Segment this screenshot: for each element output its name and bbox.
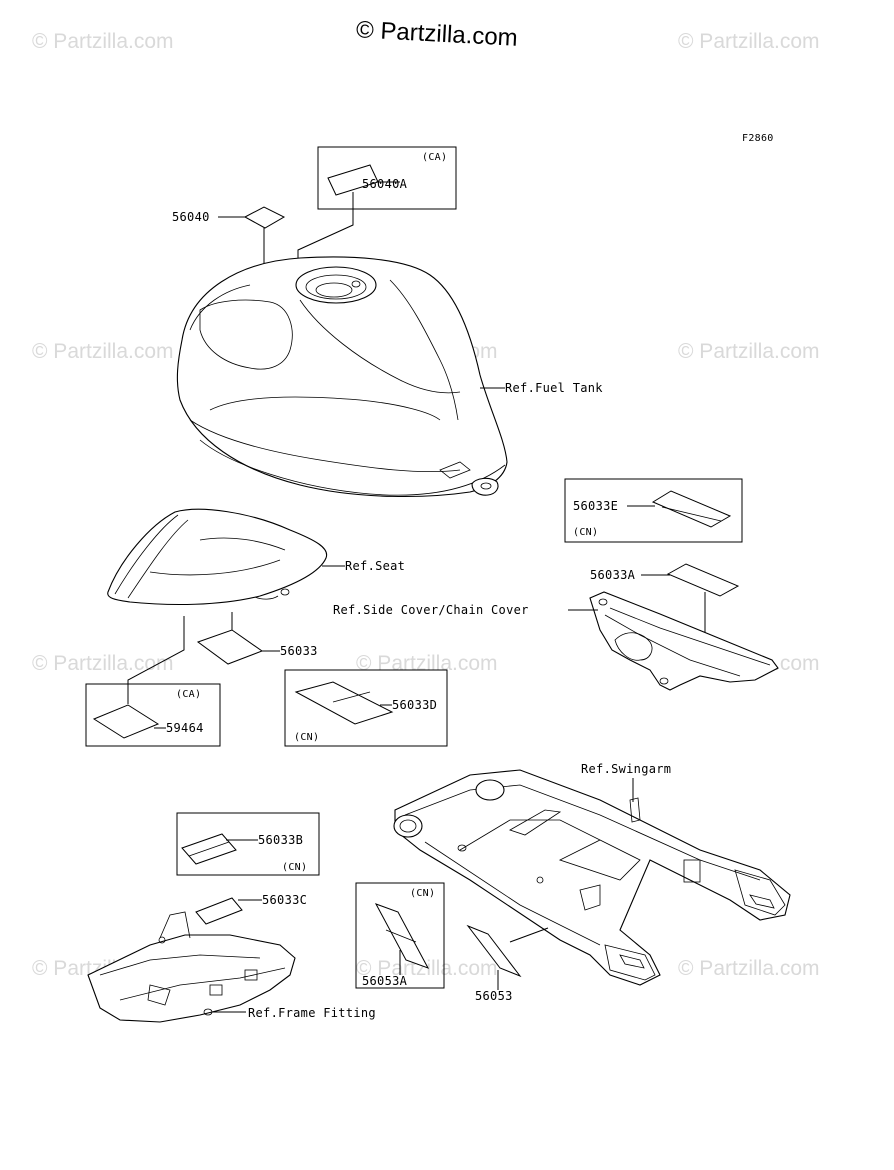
watermark: © Partzilla.com <box>356 652 498 675</box>
watermark: © Partzilla.com <box>32 340 174 363</box>
ref-swingarm: Ref.Swingarm <box>581 762 671 776</box>
seat: Ref.Seat <box>107 508 405 606</box>
decal-56033E-split <box>661 506 722 522</box>
decal-56033B-split <box>188 841 230 857</box>
region-tag-cn-56033b: (CN) <box>282 862 307 873</box>
decal-56033D-group: 56033D (CN) <box>284 669 448 747</box>
frame-fitting-tab <box>209 984 223 996</box>
ref-side-cover: Ref.Side Cover/Chain Cover <box>333 603 529 617</box>
decal-56040A-group: (CA) 56040A <box>297 146 457 274</box>
fuel-tank: Ref.Fuel Tank <box>176 256 603 498</box>
decal-56033B-group: 56033B (CN) <box>176 812 320 876</box>
decal-56033E <box>651 490 732 528</box>
side-chain-cover: Ref.Side Cover/Chain Cover <box>333 591 779 691</box>
decal-56033C <box>195 897 243 925</box>
watermark: © Partzilla.com <box>356 957 498 980</box>
part-label-56033C: 56033C <box>262 893 307 907</box>
ref-seat: Ref.Seat <box>345 559 405 573</box>
region-tag-ca-59464: (CA) <box>176 689 201 700</box>
watermark: © Partzilla.com <box>678 340 820 363</box>
leader-line <box>509 927 549 943</box>
decal-56033A <box>666 563 740 597</box>
part-label-56033E: 56033E <box>573 499 618 513</box>
watermark: © Partzilla.com <box>32 30 174 53</box>
watermark: © Partzilla.com <box>32 652 174 675</box>
part-label-56040: 56040 <box>172 210 210 224</box>
frame-fitting-tab <box>244 969 258 981</box>
watermark: © Partzilla.com <box>678 30 820 53</box>
decal-56053A-split <box>385 929 417 943</box>
ref-fuel-tank: Ref.Fuel Tank <box>505 381 603 395</box>
leader-line <box>127 616 185 704</box>
decal-56033 <box>196 629 264 665</box>
copyright-title: © Partzilla.com <box>355 16 518 51</box>
decal-56033-group: 56033 <box>196 612 318 665</box>
part-label-56053A: 56053A <box>362 974 408 988</box>
decal-59464-group: (CA) 59464 <box>85 616 221 747</box>
region-tag-ca-top: (CA) <box>422 152 447 163</box>
ref-frame-fitting: Ref.Frame Fitting <box>248 1006 376 1020</box>
decal-56053 <box>466 924 522 978</box>
decal-56040 <box>243 206 286 229</box>
swingarm-pad <box>683 859 701 883</box>
part-label-56033B: 56033B <box>258 833 303 847</box>
part-label-56033A: 56033A <box>590 568 636 582</box>
part-label-56040A: 56040A <box>362 177 408 191</box>
decal-56033D <box>294 681 394 725</box>
figure-code: F2860 <box>742 133 774 144</box>
ca-box-59464 <box>85 683 221 747</box>
part-label-56033: 56033 <box>280 644 318 658</box>
cn-box-56033e <box>564 478 743 543</box>
frame-fitting: Ref.Frame Fitting <box>87 911 376 1023</box>
watermark: © Partzilla.com <box>678 957 820 980</box>
cn-box-56033d <box>284 669 448 747</box>
decal-56033E-group: 56033E (CN) <box>564 478 743 543</box>
cn-box-56033b <box>176 812 320 876</box>
part-label-59464: 59464 <box>166 721 204 735</box>
decal-59464 <box>92 704 160 739</box>
decal-56033A-group: 56033A <box>590 563 740 635</box>
region-tag-cn-56033d: (CN) <box>294 732 319 743</box>
decal-56053A-group: (CN) 56053A <box>355 882 445 989</box>
swingarm: Ref.Swingarm <box>393 762 791 986</box>
part-label-56033D: 56033D <box>392 698 437 712</box>
cn-box-56053a <box>355 882 445 989</box>
ca-box-top <box>317 146 457 210</box>
region-tag-cn-56033e: (CN) <box>573 527 598 538</box>
decal-56033D-split <box>332 691 371 703</box>
region-tag-cn-56053a: (CN) <box>410 888 435 899</box>
decal-56033C-group: 56033C <box>195 893 307 925</box>
decal-56053-group: 56053 <box>466 924 549 1003</box>
part-label-56053: 56053 <box>475 989 513 1003</box>
decal-56040-group: 56040 <box>172 206 286 270</box>
